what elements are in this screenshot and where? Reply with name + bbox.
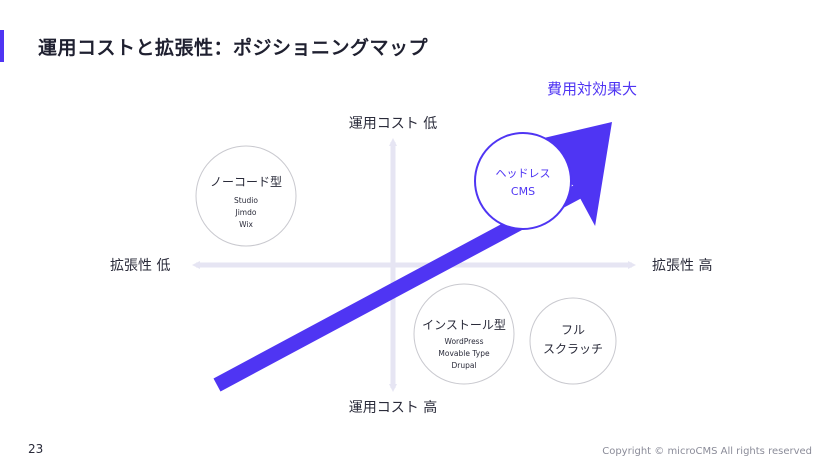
headless-circle: [474, 132, 572, 230]
page-number: 23: [28, 442, 44, 456]
headless-title: ヘッドレス: [496, 167, 551, 180]
install-example: Movable Type: [438, 349, 490, 358]
install-circle: [413, 283, 515, 385]
cost-effectiveness-label: 費用対効果大: [547, 80, 637, 98]
install-title: インストール型: [422, 318, 506, 332]
nocode-category: ノーコード型 Studio Jimdo Wix: [195, 145, 297, 247]
headless-category: ヘッドレス CMS: [474, 132, 572, 230]
fullscratch-title: フル: [561, 323, 585, 337]
nocode-title: ノーコード型: [210, 175, 282, 189]
title-accent-bar: [0, 30, 4, 62]
slide-title: 運用コストと拡張性：ポジショニングマップ: [38, 37, 429, 59]
axis-label-left: 拡張性 低: [110, 258, 170, 274]
axis-label-top: 運用コスト 低: [349, 116, 437, 132]
headless-subtitle: CMS: [511, 185, 535, 198]
axis-label-right: 拡張性 高: [652, 257, 712, 274]
fullscratch-category: フル スクラッチ: [529, 297, 617, 385]
nocode-circle: [195, 145, 297, 247]
nocode-example: Studio: [234, 196, 258, 205]
axis-label-bottom: 運用コスト 高: [349, 399, 437, 416]
cost-effectiveness-arrow: [213, 122, 612, 392]
install-category: インストール型 WordPress Movable Type Drupal: [413, 283, 515, 385]
install-example: Drupal: [451, 361, 476, 370]
fullscratch-subtitle: スクラッチ: [543, 342, 603, 356]
copyright: Copyright © microCMS All rights reserved: [602, 446, 812, 457]
nocode-example: Wix: [239, 220, 253, 229]
nocode-example: Jimdo: [235, 208, 257, 217]
fullscratch-circle: [529, 297, 617, 385]
install-example: WordPress: [444, 337, 483, 346]
